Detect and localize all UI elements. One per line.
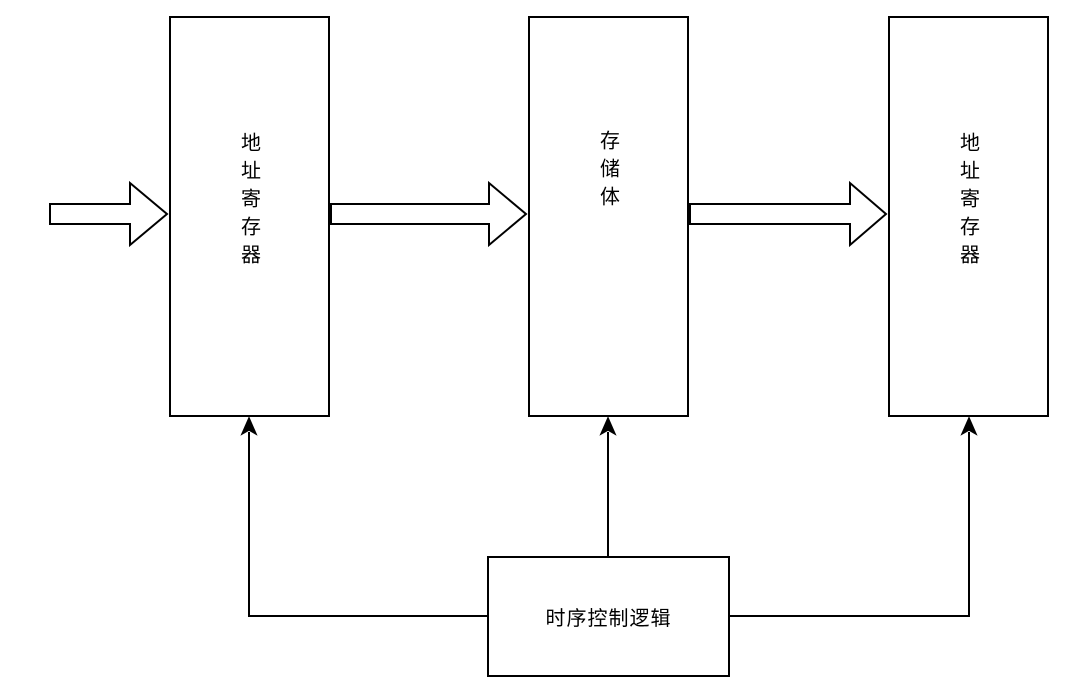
address-register-output-block: 地址寄存器 xyxy=(888,16,1049,417)
address-register-input-block: 地址寄存器 xyxy=(169,16,330,417)
timing-control-label: 时序控制逻辑 xyxy=(545,606,672,630)
memory-block: 存储体 xyxy=(528,16,689,417)
control-arrowhead-right xyxy=(960,416,978,436)
memory-to-register-arrow xyxy=(689,180,888,248)
address-register-input-label: 地址寄存器 xyxy=(237,131,262,272)
control-arrowhead-left xyxy=(240,416,258,436)
control-line-left xyxy=(248,432,487,617)
timing-control-block: 时序控制逻辑 xyxy=(487,556,730,677)
address-register-output-label: 地址寄存器 xyxy=(956,131,981,272)
register-to-memory-arrow xyxy=(330,180,528,248)
control-arrowhead-middle xyxy=(599,416,617,436)
input-hollow-arrow xyxy=(49,180,169,248)
control-line-right xyxy=(730,432,970,617)
memory-label: 存储体 xyxy=(596,129,621,214)
